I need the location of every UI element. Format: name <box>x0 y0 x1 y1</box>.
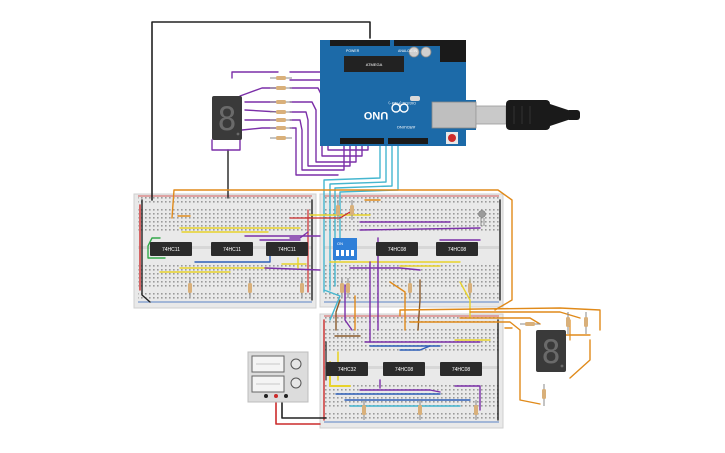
resistor <box>520 322 540 326</box>
resistor <box>340 278 344 298</box>
resistor <box>270 136 292 140</box>
resistor <box>270 76 292 80</box>
seven-segment-display-2: 8 <box>536 330 566 372</box>
chip-label: 74HC11 <box>162 247 180 253</box>
ic-chip: 74HC32 <box>326 362 368 376</box>
resistor <box>270 100 292 104</box>
dip-switch-label: ON <box>337 241 343 246</box>
resistor <box>300 278 304 298</box>
resistor <box>350 200 354 220</box>
ic-chip: 74HC08 <box>383 362 425 376</box>
voltage-knob[interactable] <box>290 358 302 370</box>
resistor <box>248 278 252 298</box>
resistor <box>346 278 350 298</box>
chip-label: 74HC11 <box>278 247 296 253</box>
chip-label: 74HC08 <box>388 247 407 253</box>
led <box>478 210 486 226</box>
ic-chip: 74HC11 <box>150 242 192 256</box>
resistor <box>542 384 546 406</box>
arduino-model: UNO <box>363 109 388 121</box>
ic-chip: 74HC08 <box>440 362 482 376</box>
resistor <box>270 86 292 90</box>
chip-label: 74HC32 <box>338 367 357 373</box>
resistor <box>584 312 588 334</box>
chips-board1: 74HC11 74HC11 74HC11 <box>150 242 308 256</box>
chips-board3: 74HC32 74HC08 74HC08 <box>326 362 482 376</box>
ic-chip: 74HC08 <box>436 242 478 256</box>
resistor <box>362 400 366 420</box>
arduino-uno: ATMEGA UNO ARDUINO DIGITAL (PWM~) POWER … <box>320 40 477 146</box>
chip-label: 74HC08 <box>448 247 467 253</box>
dip-switch[interactable]: ON <box>333 238 357 260</box>
usb-cable <box>475 100 580 130</box>
power-supply <box>247 351 309 403</box>
power-label: POWER <box>346 49 360 53</box>
atmega-label: ATMEGA <box>366 62 383 67</box>
seven-segment-display-1: 8 <box>212 96 242 140</box>
resistor <box>468 278 472 298</box>
current-knob[interactable] <box>290 377 302 389</box>
resistor <box>270 110 292 114</box>
ic-chip: 74HC11 <box>266 242 308 256</box>
chip-label: 74HC08 <box>395 367 414 373</box>
analog-label: ANALOG IN <box>398 49 418 53</box>
ic-chip: 74HC11 <box>211 242 253 256</box>
resistor <box>336 200 340 220</box>
resistor <box>188 278 192 298</box>
resistor <box>566 312 570 334</box>
reset-button[interactable] <box>448 134 456 142</box>
resistor <box>408 278 412 298</box>
resistor <box>418 400 422 420</box>
resistors <box>188 76 588 420</box>
chip-label: 74HC08 <box>452 367 471 373</box>
ic-chip: 74HC08 <box>376 242 418 256</box>
segment-digit: 8 <box>541 333 560 371</box>
resistor <box>474 400 478 420</box>
chip-label: 74HC11 <box>223 247 241 253</box>
chips-board2: 74HC08 74HC08 <box>376 242 478 256</box>
resistor <box>270 126 292 130</box>
digital-label: DIGITAL (PWM~) <box>388 101 415 105</box>
resistor <box>270 118 292 122</box>
segment-digit: 8 <box>217 100 236 138</box>
arduino-logo-icon <box>391 103 409 113</box>
arduino-brand: ARDUINO <box>397 125 415 130</box>
